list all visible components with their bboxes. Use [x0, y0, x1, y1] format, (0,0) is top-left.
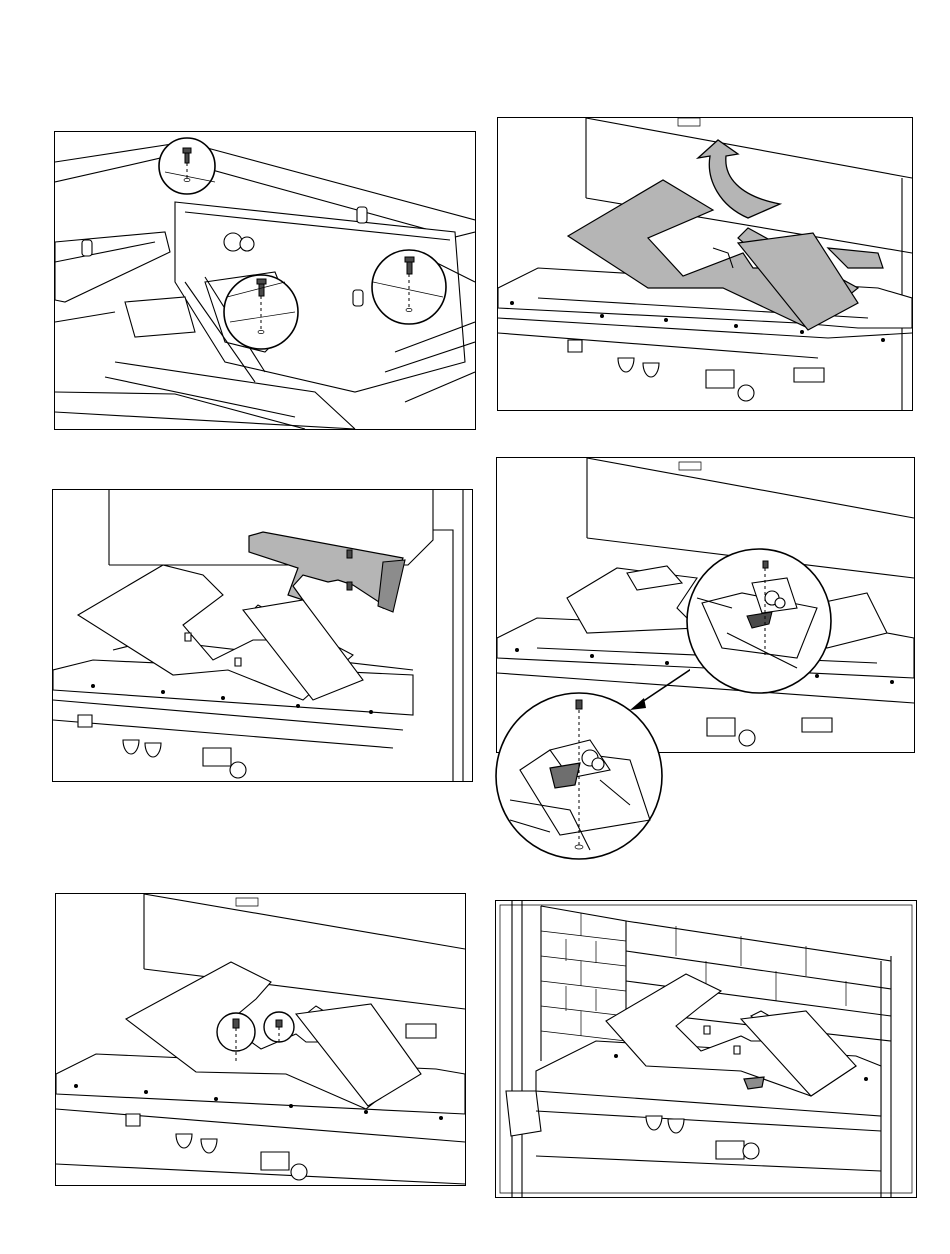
figure-1-drawing [55, 132, 475, 429]
figure-5-replace-baffle [55, 893, 466, 1186]
figure-2-lift-baffle [497, 117, 913, 411]
figure-2-drawing [498, 118, 912, 410]
figure-1-remove-screws [54, 131, 476, 430]
figure-4-secure-bracket [496, 457, 915, 753]
figure-6-drawing [496, 901, 916, 1197]
figure-5-drawing [56, 894, 465, 1185]
figure-6-completed-assembly [495, 900, 917, 1198]
figure-3-install-bracket [52, 489, 473, 782]
figure-4-drawing [497, 458, 914, 752]
figure-3-drawing [53, 490, 472, 781]
